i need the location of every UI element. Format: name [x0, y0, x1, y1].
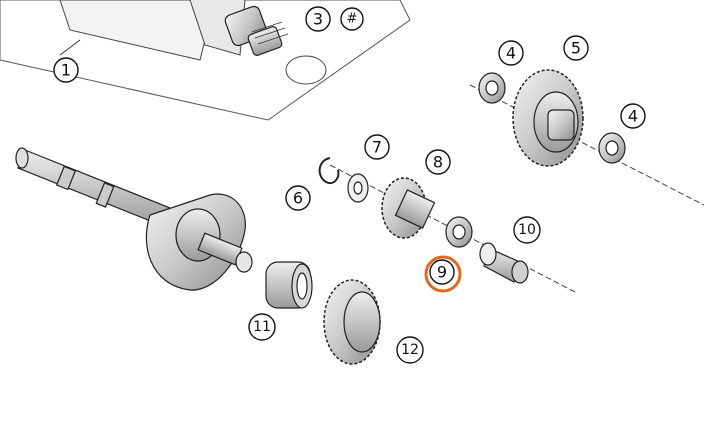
callout-11-text: 11: [253, 319, 271, 335]
callout-5-text: 5: [571, 39, 581, 58]
callout-12-text: 12: [401, 342, 419, 358]
callout-9: 9: [424, 255, 462, 293]
callout-3: 3: [305, 6, 331, 32]
spacer-bushing: [479, 242, 529, 284]
circlip: [318, 157, 340, 184]
callout-4b-text: 4: [628, 107, 638, 126]
splined-shaft-stub: [224, 5, 289, 56]
cylinder-bearing: [265, 261, 313, 309]
callout-8: 8: [425, 149, 451, 175]
callout-1-text: 1: [61, 61, 71, 80]
small-pinion: [547, 109, 575, 141]
callout-9-text: 9: [437, 263, 447, 282]
callout-1: 1: [53, 57, 79, 83]
lower-assembly: [265, 261, 381, 365]
idler-assembly: [318, 157, 576, 293]
callout-hash-text: #: [347, 12, 358, 27]
callout-10: 10: [513, 216, 541, 244]
callout-10-text: 10: [518, 222, 536, 238]
housing-inset-panel: [0, 0, 411, 121]
callout-12: 12: [396, 336, 424, 364]
callout-4a-text: 4: [506, 44, 516, 63]
callout-3-text: 3: [313, 10, 323, 29]
driven-gear-assembly: [469, 69, 704, 206]
callout-7: 7: [364, 134, 390, 160]
callout-8-text: 8: [433, 153, 443, 172]
callout-11: 11: [248, 313, 276, 341]
callout-6-text: 6: [293, 189, 303, 208]
crankshaft: [15, 147, 253, 291]
callout-4a: 4: [498, 40, 524, 66]
highlight-ring: [424, 255, 462, 293]
callout-7-text: 7: [372, 138, 382, 157]
callout-hash: #: [340, 7, 364, 31]
callout-5: 5: [563, 35, 589, 61]
callout-6: 6: [285, 185, 311, 211]
callout-4b: 4: [620, 103, 646, 129]
lower-gear: [323, 279, 381, 365]
cap-seal: [285, 55, 327, 85]
